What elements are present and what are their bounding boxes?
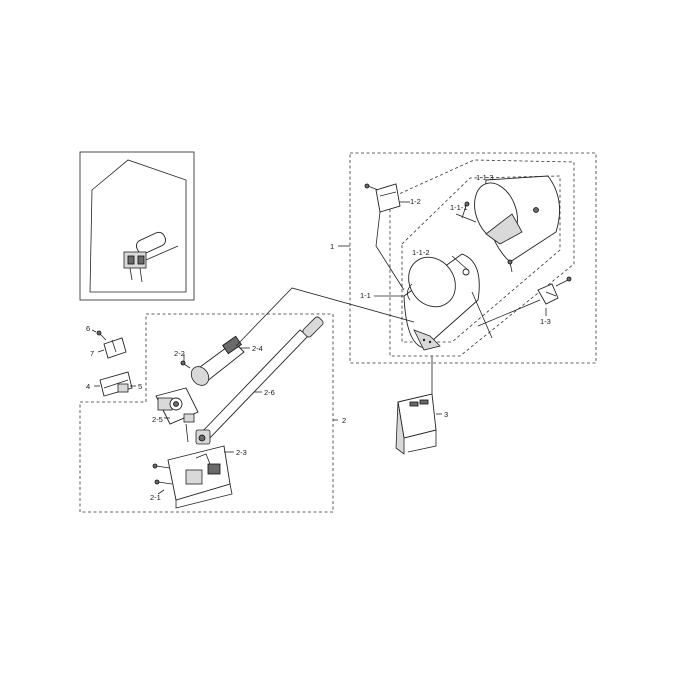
screw-1-1-1	[461, 201, 470, 219]
group-1-1-boundary	[389, 159, 575, 357]
bracket-1-2	[364, 183, 401, 213]
label-7: 7	[90, 349, 94, 358]
clip-5	[117, 383, 129, 393]
label-2-6: 2-6	[264, 388, 275, 397]
label-1-1-2: 1-1-2	[412, 248, 430, 257]
label-1-2: 1-2	[410, 197, 421, 206]
inset-frame	[79, 151, 195, 301]
inset-burner-assembly	[123, 231, 179, 283]
label-6: 6	[86, 324, 90, 333]
screw-1-1-2	[507, 259, 513, 273]
label-2-5: 2-5	[152, 415, 163, 424]
part-labels: 1 1-1 1-1-1 1-1-2 1-1-3 1-2 1-3 2 2-1 2-…	[86, 173, 551, 502]
manifold-tube-2-6	[195, 316, 324, 445]
label-1-1-1: 1-1-1	[450, 203, 468, 212]
label-1-3: 1-3	[540, 317, 551, 326]
label-4: 4	[86, 382, 90, 391]
burner-housing-1-1-3	[474, 175, 561, 263]
valve-bracket-2-3	[152, 445, 233, 509]
label-5: 5	[138, 382, 142, 391]
overview-inset	[79, 151, 195, 301]
group-1-boundary	[349, 152, 597, 364]
inset-cabinet-outline	[89, 159, 187, 293]
label-2-1: 2-1	[150, 493, 161, 502]
burner-tube-1-1	[403, 253, 480, 351]
sensor-1-3	[537, 276, 572, 305]
bracket-7	[103, 337, 127, 359]
gas-valve-2-5	[155, 387, 199, 443]
label-2-2: 2-2	[174, 349, 185, 358]
label-2-4: 2-4	[252, 344, 263, 353]
label-3: 3	[444, 410, 448, 419]
igniter-2-4	[180, 335, 245, 386]
leader-lines	[91, 201, 547, 495]
label-2-3: 2-3	[236, 448, 247, 457]
label-1-1-3: 1-1-3	[476, 173, 494, 182]
label-2: 2	[342, 416, 346, 425]
bracket-3	[395, 356, 437, 455]
label-1-1: 1-1	[360, 291, 371, 300]
screw-6	[96, 330, 107, 341]
group-1-1-sub-boundary	[401, 175, 561, 343]
group-2-boundary	[79, 313, 334, 513]
label-1: 1	[330, 242, 334, 251]
